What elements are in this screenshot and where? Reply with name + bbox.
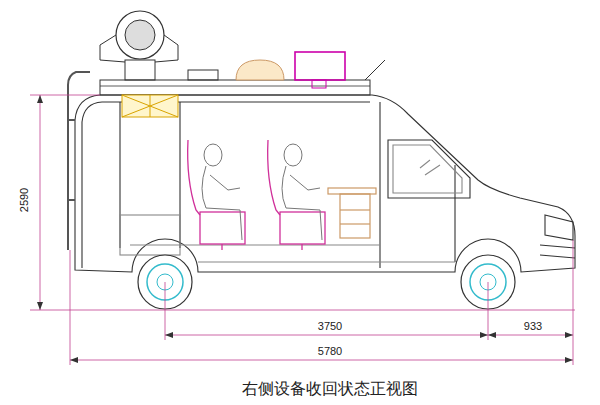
dimension-label: 5780 [316,345,344,357]
dimension-lines [30,95,575,365]
scissor-lift [122,95,178,117]
van-body [75,95,575,272]
seats [188,140,325,250]
rear-ladder [68,72,90,250]
dimension-ticks [37,95,573,363]
table [328,188,376,238]
dimension-label: 933 [522,320,544,332]
dimension-label: 2590 [18,186,30,214]
wheels [138,255,515,309]
seated-figures [202,144,322,240]
caption: 右侧设备收回状态正视图 [242,379,418,400]
roof-equipment [100,11,385,95]
dimension-label: 3750 [316,320,344,332]
